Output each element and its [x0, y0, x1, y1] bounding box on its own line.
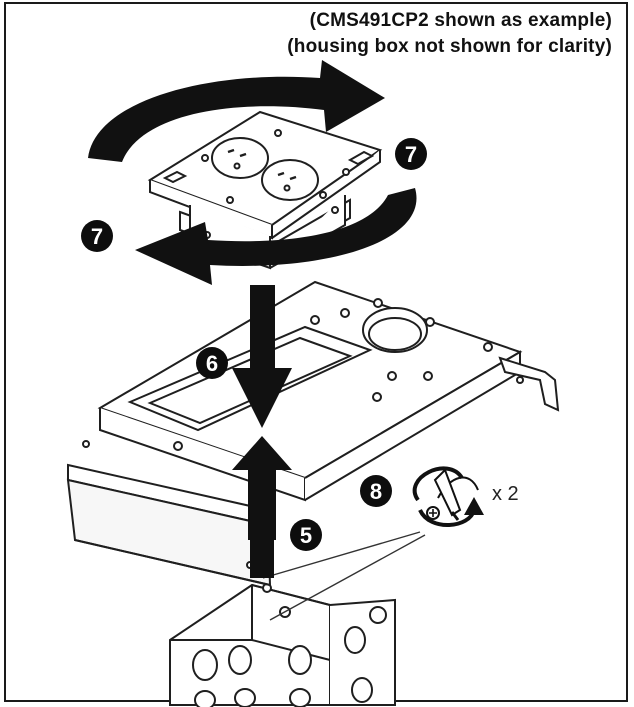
callout-step-5: 5: [290, 519, 322, 551]
screw-multiplier: x 2: [492, 483, 519, 505]
callout-step-6: 6: [196, 347, 228, 379]
up-arrow: [232, 436, 292, 578]
curved-rotation-arrow: [88, 60, 417, 285]
screw-leader-lines: [262, 531, 426, 621]
callout-step-7-left: 7: [81, 220, 113, 252]
caption-note: (housing box not shown for clarity): [287, 36, 612, 57]
receptacle-assembly: [147, 110, 383, 270]
svg-text:8: 8: [370, 479, 382, 504]
rotation-arrow-icon: [412, 466, 484, 527]
svg-text:7: 7: [91, 224, 103, 249]
svg-text:6: 6: [206, 351, 218, 376]
caption-model: (CMS491CP2 shown as example): [309, 10, 612, 31]
svg-text:7: 7: [405, 142, 417, 167]
callout-step-7-right: 7: [395, 138, 427, 170]
electrical-box: [169, 583, 396, 707]
svg-text:5: 5: [300, 523, 312, 548]
callout-step-8: 8: [360, 475, 392, 507]
down-arrow: [232, 285, 292, 428]
screwdriver-icon: [433, 468, 479, 521]
